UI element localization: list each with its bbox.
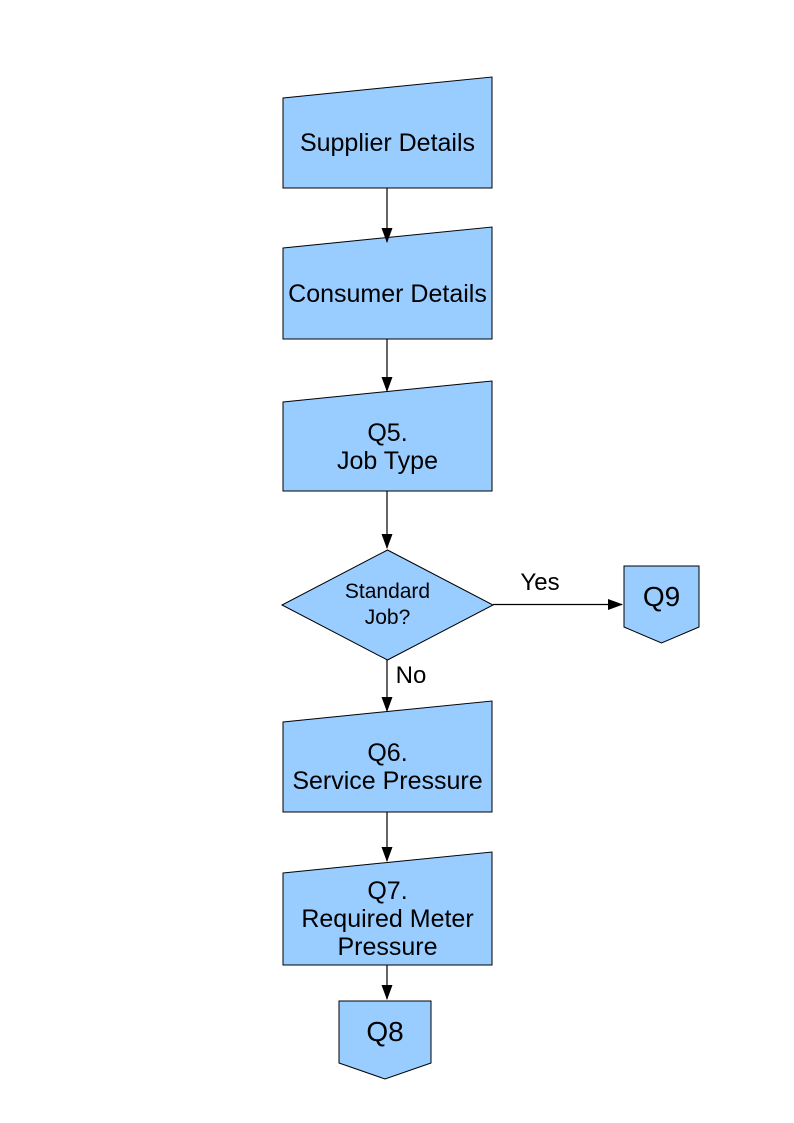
- node-consumer-details: [282, 226, 493, 340]
- node-supplier-details: [282, 76, 493, 189]
- node-standard-job-decision: [280, 549, 495, 661]
- node-q6-service-pressure: [282, 700, 493, 813]
- node-q7-required-meter-pressure: [282, 851, 493, 966]
- node-q8-offpage-connector: [338, 1000, 432, 1080]
- node-q9-offpage-connector: [623, 565, 700, 644]
- node-q5-job-type: [282, 380, 493, 492]
